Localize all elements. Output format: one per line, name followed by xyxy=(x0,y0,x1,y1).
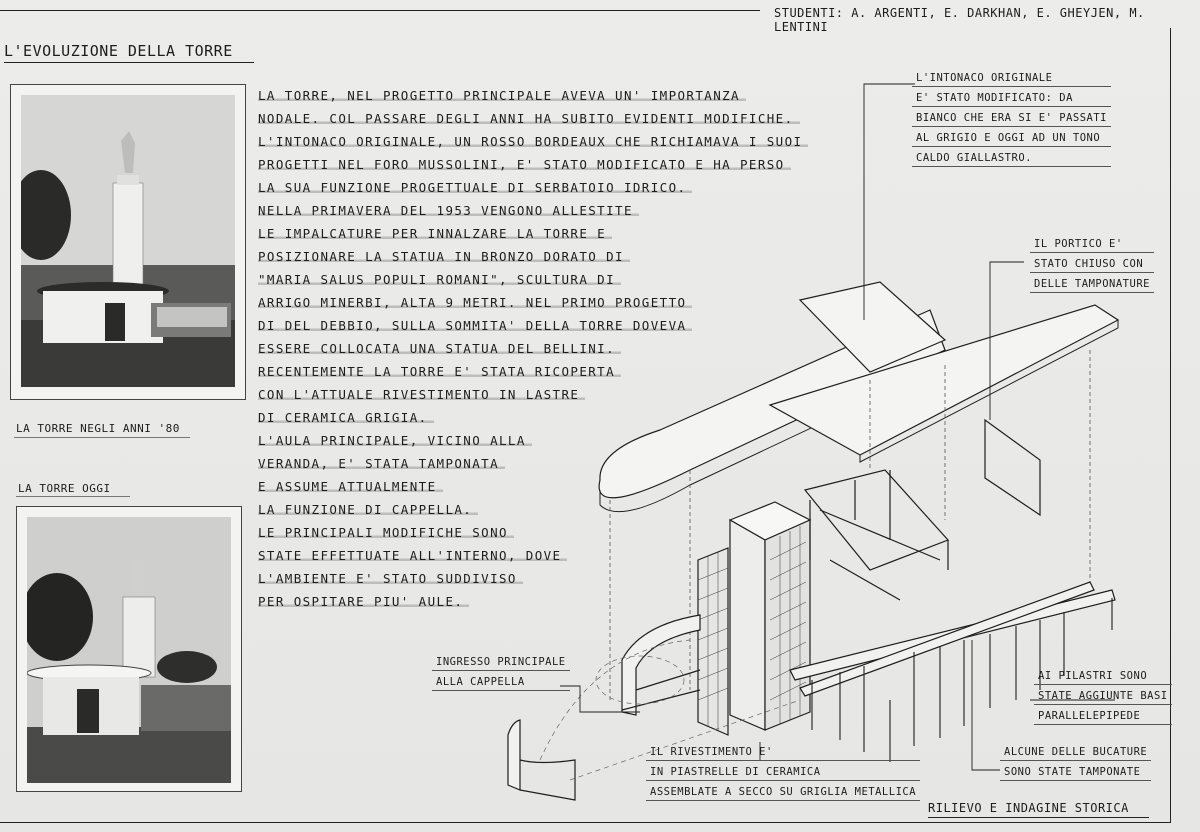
photo-frame-today xyxy=(16,506,242,792)
body-line: DI CERAMICA GRIGIA. xyxy=(258,406,798,429)
annotation-line: BIANCO CHE ERA SI E' PASSATI xyxy=(912,110,1112,127)
annotation-line: IL PORTICO E' xyxy=(1030,236,1154,253)
annotation-line: AL GRIGIO E OGGI AD UN TONO xyxy=(912,130,1112,147)
body-line: LE IMPALCATURE PER INNALZARE LA TORRE E xyxy=(258,222,798,245)
body-line: PER OSPITARE PIU' AULE. xyxy=(258,590,798,613)
annotation-ingresso: INGRESSO PRINCIPALE ALLA CAPPELLA xyxy=(432,654,570,694)
annotation-line: IL RIVESTIMENTO E' xyxy=(646,744,921,761)
annotation-line: INGRESSO PRINCIPALE xyxy=(432,654,570,671)
annotation-portico: IL PORTICO E' STATO CHIUSO CON DELLE TAMPO… xyxy=(1030,236,1154,296)
annotation-intonaco: L'INTONACO ORIGINALE E' STATO MODIFICATO:… xyxy=(912,70,1112,170)
photo-tower-1980s xyxy=(21,95,235,387)
photo-frame-1980s xyxy=(10,84,246,400)
body-line: LE PRINCIPALI MODIFICHE SONO xyxy=(258,521,798,544)
annotation-line: DELLE TAMPONATURE xyxy=(1030,276,1154,293)
annotation-pilastri: AI PILASTRI SONO STATE AGGIUNTE BASI PARAL… xyxy=(1034,668,1172,728)
annotation-line: IN PIASTRELLE DI CERAMICA xyxy=(646,764,921,781)
body-line: RECENTEMENTE LA TORRE E' STATA RICOPERTA xyxy=(258,360,798,383)
annotation-line: ALCUNE DELLE BUCATURE xyxy=(1000,744,1152,761)
footer-label: RILIEVO E INDAGINE STORICA xyxy=(928,801,1149,818)
frame-line-right xyxy=(1170,28,1171,823)
annotation-rivestimento: IL RIVESTIMENTO E' IN PIASTRELLE DI CERAM… xyxy=(646,744,921,804)
caption-underline-2 xyxy=(16,496,130,497)
students-credit: STUDENTI: A. ARGENTI, E. DARKHAN, E. GHE… xyxy=(774,6,1145,34)
body-line: L'INTONACO ORIGINALE, UN ROSSO BORDEAUX … xyxy=(258,130,809,153)
caption-1980s: LA TORRE NEGLI ANNI '80 xyxy=(16,422,180,435)
body-text: LA TORRE, NEL PROGETTO PRINCIPALE AVEVA … xyxy=(258,84,809,613)
annotation-line: L'INTONACO ORIGINALE xyxy=(912,70,1112,87)
body-line: STATE EFFETTUATE ALL'INTERNO, DOVE xyxy=(258,544,798,567)
body-line: NELLA PRIMAVERA DEL 1953 VENGONO ALLESTI… xyxy=(258,199,798,222)
annotation-line: PARALLELEPIPEDE xyxy=(1034,708,1172,725)
annotation-line: AI PILASTRI SONO xyxy=(1034,668,1172,685)
annotation-line: E' STATO MODIFICATO: DA xyxy=(912,90,1112,107)
frame-line-bottom xyxy=(0,822,1170,823)
body-line: LA FUNZIONE DI CAPPELLA. xyxy=(258,498,798,521)
annotation-line: SONO STATE TAMPONATE xyxy=(1000,764,1152,781)
annotation-line: ASSEMBLATE A SECCO SU GRIGLIA METALLICA xyxy=(646,784,921,801)
body-line: LA SUA FUNZIONE PROGETTUALE DI SERBATOIO… xyxy=(258,176,798,199)
body-line: E ASSUME ATTUALMENTE xyxy=(258,475,798,498)
photo-tower-today xyxy=(27,517,231,783)
body-line: CON L'ATTUALE RIVESTIMENTO IN LASTRE xyxy=(258,383,798,406)
body-line: ESSERE COLLOCATA UNA STATUA DEL BELLINI. xyxy=(258,337,798,360)
body-line: "MARIA SALUS POPULI ROMANI", SCULTURA DI xyxy=(258,268,798,291)
annotation-line: STATE AGGIUNTE BASI xyxy=(1034,688,1172,705)
body-line: L'AMBIENTE E' STATO SUDDIVISO xyxy=(258,567,798,590)
caption-underline-1 xyxy=(14,437,190,438)
annotation-line: STATO CHIUSO CON xyxy=(1030,256,1154,273)
body-line: ARRIGO MINERBI, ALTA 9 METRI. NEL PRIMO … xyxy=(258,291,798,314)
sheet-title: L'EVOLUZIONE DELLA TORRE xyxy=(4,42,254,63)
body-line: VERANDA, E' STATA TAMPONATA xyxy=(258,452,798,475)
body-line: NODALE. COL PASSARE DEGLI ANNI HA SUBITO… xyxy=(258,107,800,130)
body-line: POSIZIONARE LA STATUA IN BRONZO DORATO D… xyxy=(258,245,798,268)
body-line: L'AULA PRINCIPALE, VICINO ALLA xyxy=(258,429,798,452)
annotation-bucature: ALCUNE DELLE BUCATURE SONO STATE TAMPONAT… xyxy=(1000,744,1152,784)
body-line: PROGETTI NEL FORO MUSSOLINI, E' STATO MO… xyxy=(258,153,798,176)
caption-today: LA TORRE OGGI xyxy=(18,482,111,495)
annotation-line: ALLA CAPPELLA xyxy=(432,674,570,691)
body-line: LA TORRE, NEL PROGETTO PRINCIPALE AVEVA … xyxy=(258,84,798,107)
frame-line-top xyxy=(0,10,760,11)
annotation-line: CALDO GIALLASTRO. xyxy=(912,150,1112,167)
body-line: DI DEL DEBBIO, SULLA SOMMITA' DELLA TORR… xyxy=(258,314,798,337)
